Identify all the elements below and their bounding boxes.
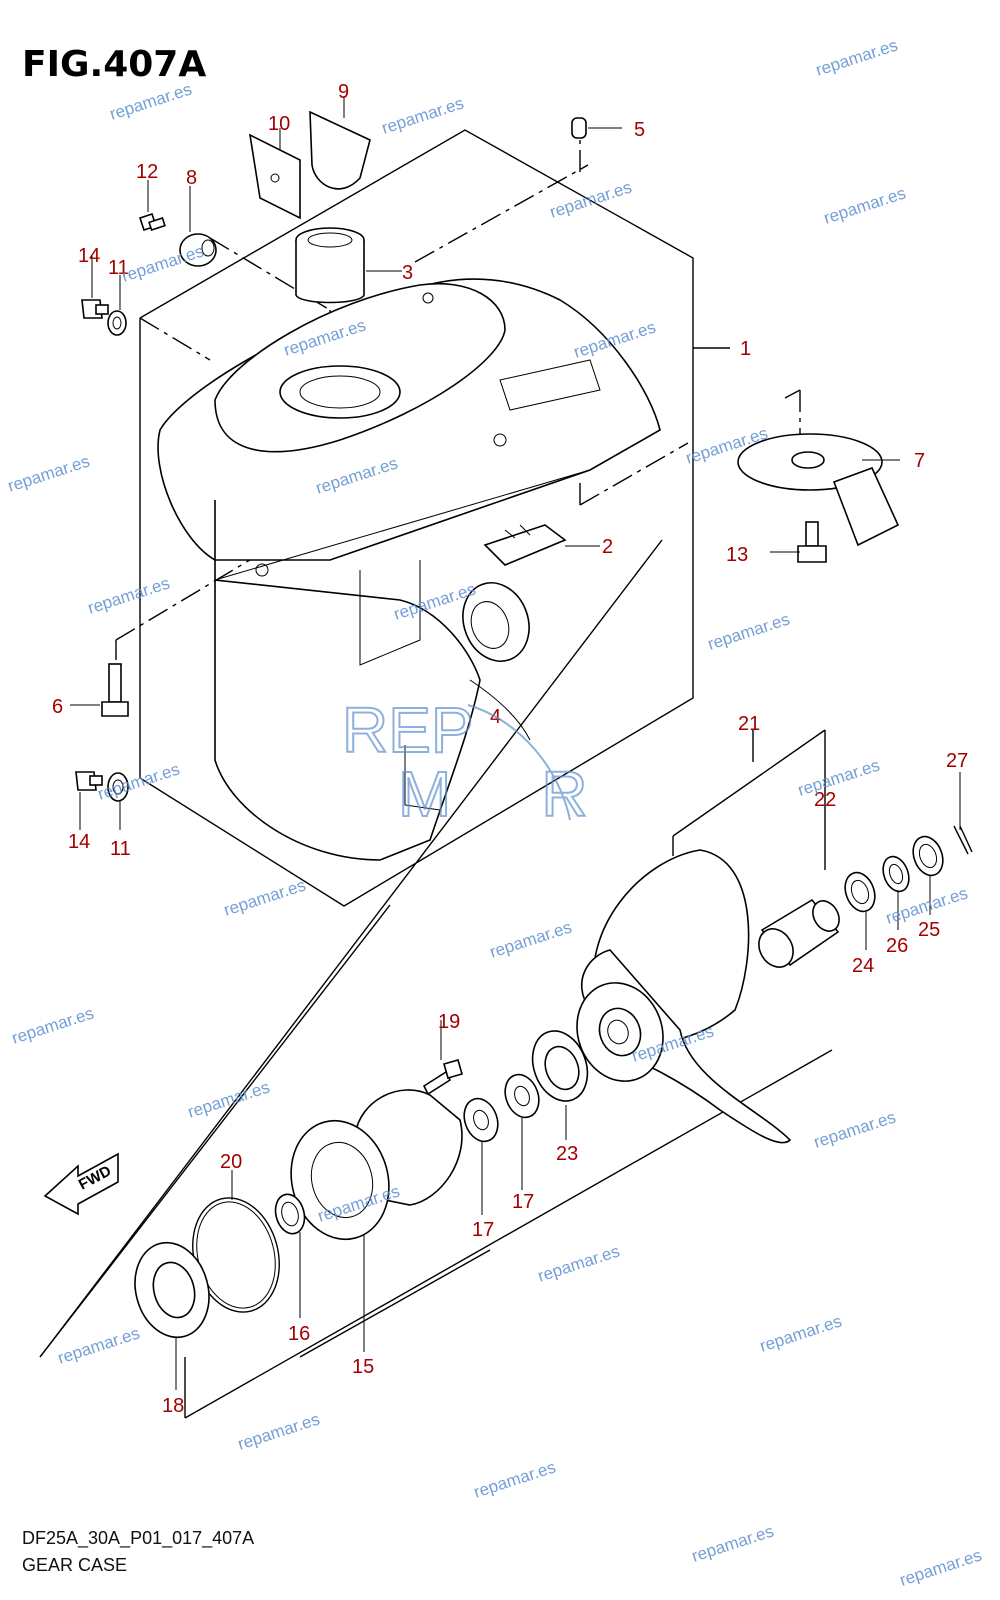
gear-case-housing <box>157 278 661 861</box>
washer-part-17-a <box>504 1073 540 1119</box>
callout-20: 20 <box>220 1151 242 1173</box>
callout-13: 13 <box>726 544 748 566</box>
grommet-part <box>179 233 217 267</box>
callout-labels: 1 2 3 4 5 6 7 8 9 10 11 11 12 13 14 14 1… <box>52 81 968 1417</box>
watermark-text: repamar.es <box>689 1521 776 1565</box>
callout-14-lower: 14 <box>68 831 90 853</box>
watermark-text: repamar.es <box>107 79 194 123</box>
watermark-text: repamar.es <box>119 241 206 285</box>
callout-24: 24 <box>852 955 874 977</box>
trim-tab-part <box>737 433 900 547</box>
washer-part-24 <box>844 871 876 913</box>
watermark-logo-line1: REP <box>342 694 474 766</box>
needle-bearing-part-16 <box>274 1193 306 1235</box>
propeller-part <box>576 849 792 1144</box>
callout-26: 26 <box>886 935 908 957</box>
callout-5: 5 <box>634 119 645 141</box>
figure-title: FIG.407A <box>22 44 207 85</box>
callout-3: 3 <box>402 262 413 284</box>
anode-part <box>483 524 567 566</box>
watermark-text: repamar.es <box>757 1311 844 1355</box>
watermark-text: repamar.es <box>235 1409 322 1453</box>
bearing-housing-part-15 <box>290 1089 463 1241</box>
repamar-watermark-logo: REP MR <box>341 693 678 831</box>
watermark-text: repamar.es <box>5 451 92 495</box>
callout-22: 22 <box>814 789 836 811</box>
watermark-text: repamar.es <box>185 1077 272 1121</box>
callout-12: 12 <box>136 161 158 183</box>
watermark-text: repamar.es <box>795 755 882 799</box>
cover-part-9 <box>309 110 371 190</box>
screw-part-14-lower <box>75 771 103 791</box>
callout-1: 1 <box>740 338 751 360</box>
spacer-part-22 <box>758 898 840 968</box>
callout-11-upper: 11 <box>108 257 129 279</box>
callout-11-lower: 11 <box>110 838 131 860</box>
watermark-text: repamar.es <box>813 35 900 79</box>
needle-bearing-part <box>295 227 365 304</box>
figure-code: DF25A_30A_P01_017_407A <box>22 1528 255 1548</box>
washer-part-17-b <box>463 1097 499 1143</box>
callout-6: 6 <box>52 696 63 718</box>
washer-part-26 <box>882 855 910 893</box>
callout-leaders <box>70 96 961 1390</box>
callout-9: 9 <box>338 81 349 103</box>
washer-part-11-upper <box>107 310 127 336</box>
watermark-text: repamar.es <box>221 875 308 919</box>
dowel-pin-part <box>571 117 587 139</box>
callout-21: 21 <box>738 713 760 735</box>
thrust-washer-part-23 <box>531 1030 589 1102</box>
callout-17-b: 17 <box>512 1191 534 1213</box>
watermark-text: repamar.es <box>379 93 466 137</box>
callout-25: 25 <box>918 919 940 941</box>
bolt-part-13 <box>797 521 827 563</box>
callout-23: 23 <box>556 1143 578 1165</box>
callout-7: 7 <box>914 450 925 472</box>
screw-part-14-upper <box>81 299 109 319</box>
cotter-pin-part-27 <box>953 825 973 855</box>
bolt-part-12 <box>138 212 166 232</box>
watermark-logo-line2: MR <box>398 758 678 830</box>
watermark-text: repamar.es <box>471 1457 558 1501</box>
callout-8: 8 <box>186 167 197 189</box>
callout-17-a: 17 <box>472 1219 494 1241</box>
callout-14-upper: 14 <box>78 245 100 267</box>
figure-name: GEAR CASE <box>22 1555 128 1575</box>
callout-15: 15 <box>352 1356 374 1378</box>
callout-16: 16 <box>288 1323 310 1345</box>
watermark-text: repamar.es <box>897 1545 984 1589</box>
oil-seal-part-18 <box>134 1241 210 1339</box>
callout-18: 18 <box>162 1395 184 1417</box>
watermark-text: repamar.es <box>535 1241 622 1285</box>
bolt-part-19 <box>422 1059 463 1096</box>
forward-arrow-badge: FWD <box>43 1152 119 1216</box>
callout-2: 2 <box>602 536 613 558</box>
nut-part-25 <box>912 835 944 877</box>
callout-27: 27 <box>946 750 968 772</box>
watermark-text: repamar.es <box>9 1003 96 1047</box>
watermark-text: repamar.es <box>487 917 574 961</box>
watermark-text: repamar.es <box>705 609 792 653</box>
watermark-text: repamar.es <box>85 573 172 617</box>
ball-bearing-part <box>462 582 530 662</box>
callout-19: 19 <box>438 1011 460 1033</box>
watermark-text: repamar.es <box>821 183 908 227</box>
washer-part-11-lower <box>107 772 129 802</box>
plate-part-10 <box>248 133 301 220</box>
watermark-text: repamar.es <box>811 1107 898 1151</box>
watermark-text: repamar.es <box>55 1323 142 1367</box>
watermark-text: repamar.es <box>95 759 182 803</box>
callout-10: 10 <box>268 113 290 135</box>
gear-case-frame <box>139 129 730 907</box>
bolt-part-6 <box>101 663 129 717</box>
